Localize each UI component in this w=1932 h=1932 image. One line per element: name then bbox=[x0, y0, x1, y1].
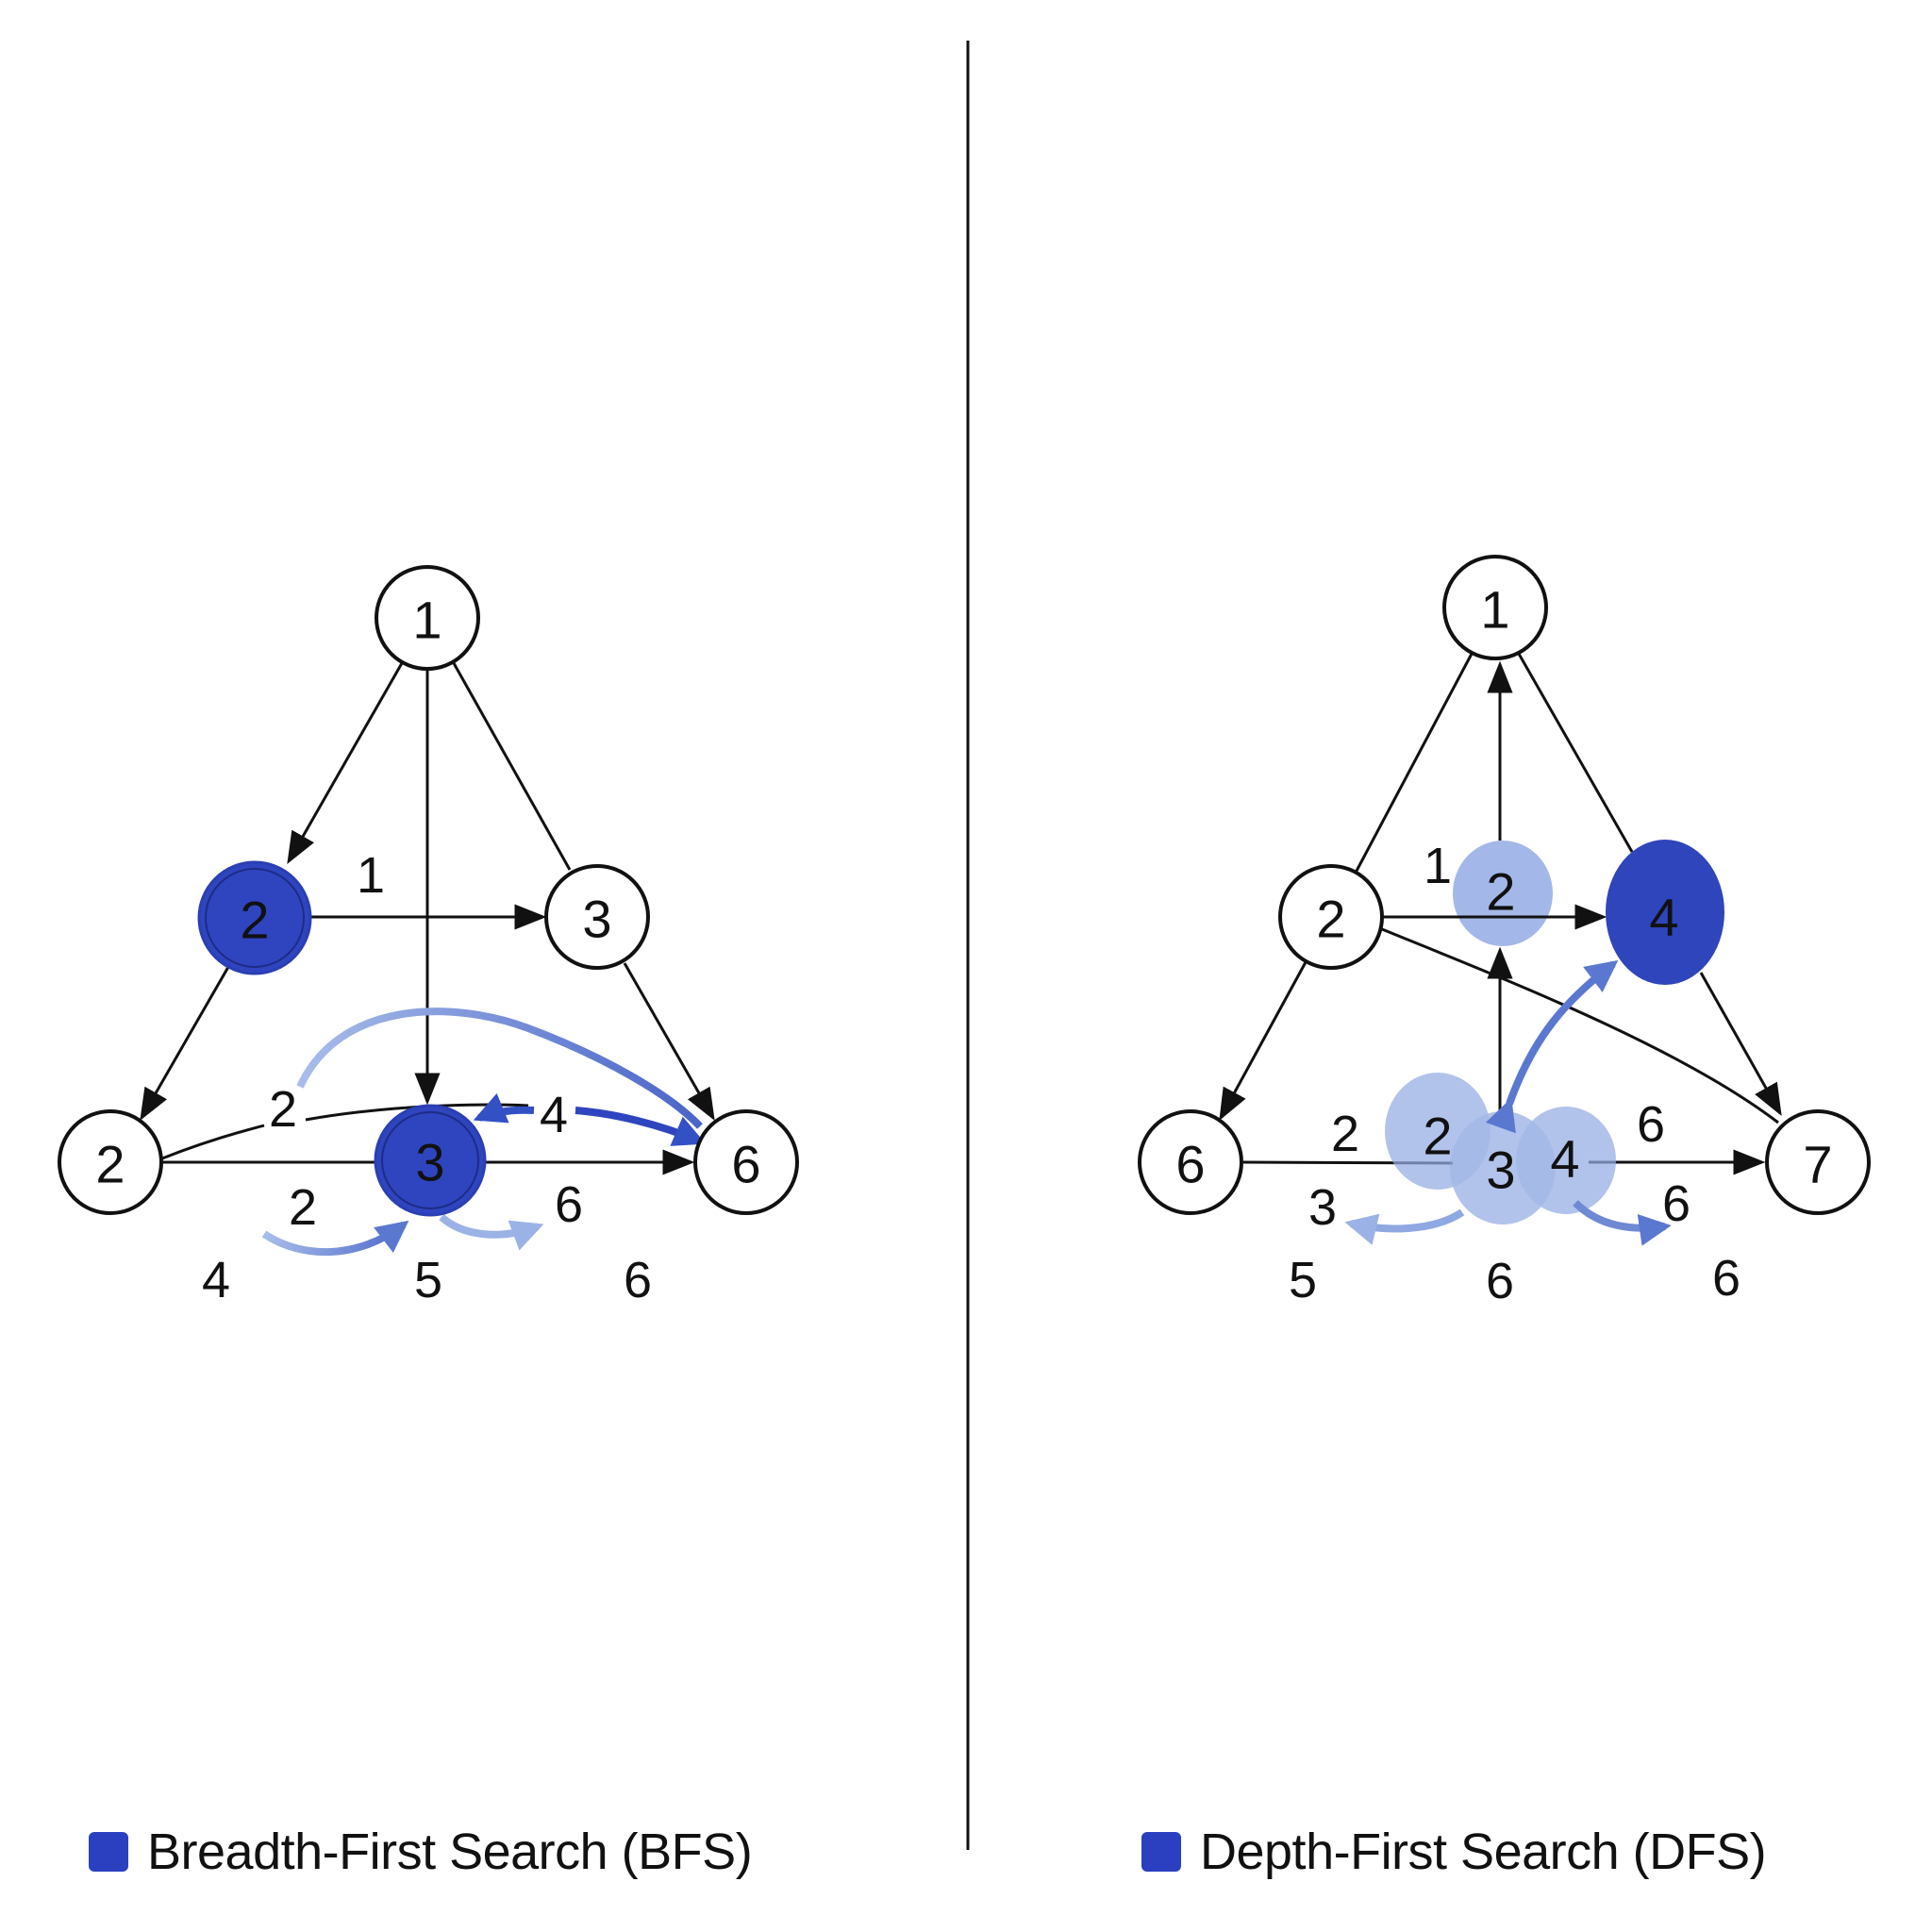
dfs-edge-label: 2 bbox=[1331, 1106, 1359, 1162]
bfs-edge-label: 4 bbox=[540, 1087, 568, 1143]
dfs-traversal-double-arrow bbox=[1485, 959, 1619, 1134]
legend-bfs-swatch bbox=[89, 1832, 128, 1872]
bfs-node-3-label: 3 bbox=[582, 890, 611, 949]
bfs-node-2b[interactable]: 2 bbox=[58, 1109, 163, 1215]
dfs-node-1[interactable]: 1 bbox=[1442, 555, 1548, 660]
dfs-stack-blobs bbox=[1385, 1073, 1616, 1224]
dfs-stack-2-label: 2 bbox=[1423, 1107, 1452, 1166]
legend-dfs-swatch bbox=[1141, 1832, 1181, 1872]
bfs-node-3[interactable]: 3 bbox=[544, 864, 650, 970]
dfs-edge-1-4 bbox=[1517, 653, 1634, 853]
dfs-stack-4-blob[interactable] bbox=[1516, 1107, 1616, 1214]
bfs-node-6-label: 6 bbox=[731, 1135, 760, 1194]
bfs-traversal-arc-4-back bbox=[473, 1092, 535, 1124]
bfs-graph: 1 2 3 2 3 6 1 2 4 2 6 4 5 bbox=[58, 565, 799, 1308]
dfs-edge-4-7 bbox=[1699, 972, 1782, 1116]
dfs-node-2[interactable]: 2 bbox=[1278, 864, 1384, 970]
dfs-node-7[interactable]: 7 bbox=[1765, 1109, 1871, 1215]
bfs-node-6[interactable]: 6 bbox=[693, 1109, 799, 1215]
bfs-edge-3-6 bbox=[623, 962, 715, 1121]
bfs-edge-2-2b bbox=[140, 966, 230, 1121]
legend-bfs: Breadth-First Search (BFS) bbox=[89, 1823, 753, 1881]
bfs-traversal-arc-top bbox=[296, 1008, 703, 1129]
dfs-node-6[interactable]: 6 bbox=[1138, 1109, 1243, 1215]
bfs-level-label: 4 bbox=[202, 1252, 230, 1308]
dfs-node-2-stack[interactable]: 2 bbox=[1453, 841, 1553, 946]
dfs-edge-label: 3 bbox=[1308, 1179, 1337, 1236]
dfs-node-4[interactable]: 4 bbox=[1606, 840, 1724, 985]
bfs-node-3b-label: 3 bbox=[415, 1133, 444, 1192]
dfs-level-label: 6 bbox=[1712, 1250, 1740, 1307]
dfs-edge-label: 6 bbox=[1662, 1175, 1690, 1232]
dfs-node-2-label: 2 bbox=[1316, 890, 1345, 949]
dfs-edge-2-6 bbox=[1219, 961, 1307, 1121]
bfs-node-2-label: 2 bbox=[240, 891, 269, 950]
dfs-edge-label: 6 bbox=[1637, 1096, 1665, 1153]
bfs-edge-label: 2 bbox=[289, 1179, 317, 1236]
dfs-node-2-stack-label: 2 bbox=[1486, 862, 1515, 922]
legend-dfs-label: Depth-First Search (DFS) bbox=[1200, 1824, 1767, 1880]
bfs-node-1-label: 1 bbox=[412, 591, 441, 650]
dfs-level-label: 5 bbox=[1289, 1252, 1317, 1308]
bfs-traversal-arc-4 bbox=[575, 1107, 707, 1146]
dfs-edge-label: 1 bbox=[1424, 838, 1452, 894]
dfs-level-label: 6 bbox=[1486, 1253, 1514, 1309]
dfs-traversal-back-arrow bbox=[1344, 1208, 1465, 1245]
dfs-graph: 1 2 2 4 6 2 3 4 7 1 2 6 3 6 bbox=[1138, 555, 1871, 1309]
bfs-node-1[interactable]: 1 bbox=[375, 565, 480, 671]
bfs-edge-label: 6 bbox=[555, 1176, 583, 1233]
bfs-node-3b[interactable]: 3 bbox=[374, 1104, 487, 1217]
bfs-edge-label: 1 bbox=[357, 847, 385, 904]
bfs-edge-1-3 bbox=[452, 662, 572, 871]
bfs-traversal-arc-in bbox=[261, 1220, 409, 1257]
bfs-level-label: 5 bbox=[414, 1252, 442, 1308]
legend-dfs: Depth-First Search (DFS) bbox=[1141, 1823, 1767, 1881]
legend-bfs-label: Breadth-First Search (BFS) bbox=[147, 1824, 753, 1880]
bfs-edge-label: 2 bbox=[269, 1081, 297, 1138]
dfs-edge-2-1 bbox=[1354, 653, 1474, 874]
bfs-edge-1-2 bbox=[287, 662, 404, 864]
dfs-node-7-label: 7 bbox=[1803, 1135, 1832, 1194]
dfs-node-1-label: 1 bbox=[1480, 580, 1509, 640]
bfs-level-label: 6 bbox=[624, 1252, 652, 1308]
bfs-node-2[interactable]: 2 bbox=[197, 860, 312, 975]
dfs-stack-4-label: 4 bbox=[1550, 1129, 1579, 1189]
dfs-stack-3-label: 3 bbox=[1486, 1141, 1515, 1200]
dfs-node-4-label: 4 bbox=[1649, 888, 1678, 947]
dfs-node-6-label: 6 bbox=[1175, 1135, 1205, 1194]
bfs-node-2b-label: 2 bbox=[95, 1135, 125, 1194]
bfs-traversal-arc-out bbox=[439, 1213, 544, 1251]
dfs-traversal-forward-arrow bbox=[1573, 1200, 1672, 1246]
